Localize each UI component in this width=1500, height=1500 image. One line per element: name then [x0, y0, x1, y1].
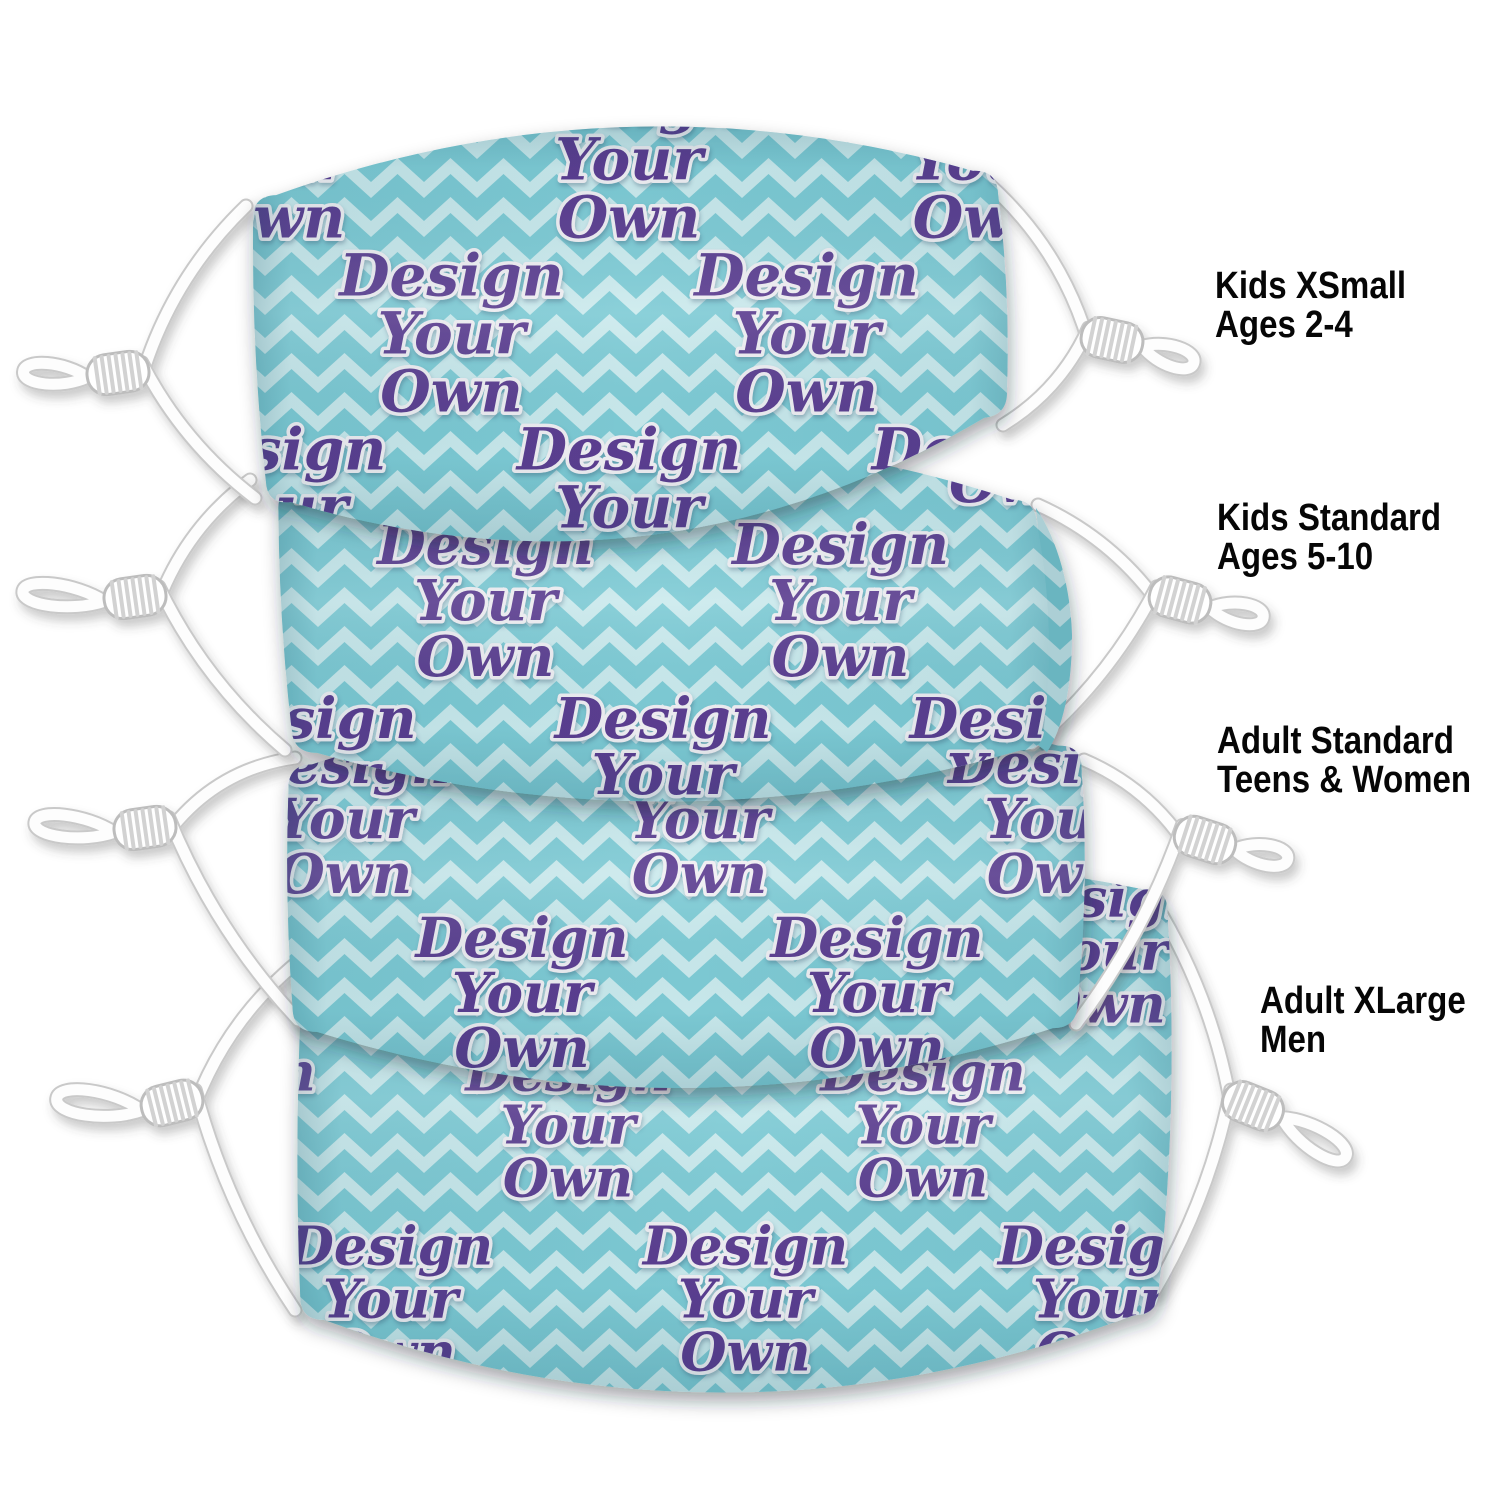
- size-label-line: Men: [1260, 1019, 1327, 1061]
- ear-loop-left-kids-xsmall: [16, 198, 263, 506]
- size-label-line: Adult XLarge: [1260, 980, 1466, 1022]
- ear-loop-right-adult-xlarge: [1147, 907, 1354, 1298]
- size-label-kids-xsmall: Kids XSmall Ages 2-4: [1215, 267, 1406, 345]
- ear-loop-left-adult-xlarge: [49, 952, 308, 1318]
- svg-text:Design: Design: [160, 67, 387, 135]
- svg-text:Design: Design: [870, 67, 1097, 135]
- cord-toggle: [1172, 814, 1238, 866]
- ear-loop-left-adult-standard: [27, 750, 306, 1028]
- size-label-kids-standard: Kids Standard Ages 5-10: [1217, 499, 1441, 577]
- cord-toggle: [1220, 1079, 1286, 1133]
- size-label-adult-xlarge: Adult XLarge Men: [1260, 982, 1466, 1060]
- svg-text:Your: Your: [97, 960, 241, 1025]
- size-label-line: Kids XSmall: [1215, 265, 1407, 307]
- size-label-line: Ages 2-4: [1215, 304, 1353, 346]
- cord-toggle: [139, 1078, 205, 1128]
- cord-toggle: [85, 349, 151, 397]
- size-label-line: Adult Standard: [1217, 720, 1454, 762]
- size-label-adult-standard: Adult Standard Teens & Women: [1217, 722, 1471, 800]
- svg-text:Design: Design: [515, 67, 742, 135]
- size-label-line: Ages 5-10: [1217, 536, 1374, 578]
- cord-toggle: [102, 573, 168, 621]
- ear-loop-left-kids-standard: [15, 472, 293, 758]
- size-label-line: Kids Standard: [1217, 497, 1442, 539]
- svg-text:Own: Own: [1127, 624, 1265, 690]
- cord-toggle: [1079, 316, 1145, 364]
- ear-loop-right-kids-xsmall: [982, 177, 1202, 433]
- size-label-line: Teens & Women: [1217, 759, 1472, 801]
- cord-toggle: [1147, 575, 1213, 625]
- ear-loop-right-adult-standard: [1068, 752, 1296, 1032]
- cord-toggle: [112, 804, 178, 852]
